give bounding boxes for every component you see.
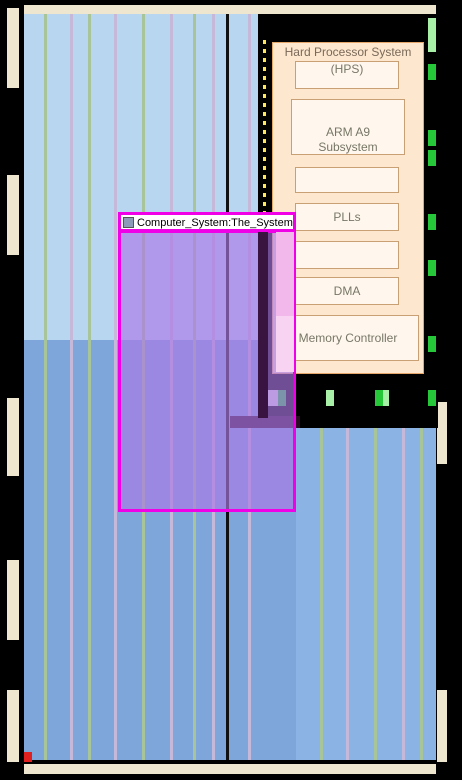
io-bank-left-5 (7, 690, 19, 762)
io-marker (428, 390, 436, 406)
region-label-text: Computer_System:The_System (137, 217, 293, 229)
io-marker (375, 390, 383, 406)
io-bank-right-1 (437, 402, 447, 464)
io-marker (428, 260, 436, 276)
hps-subblock-label: ARM A9 Subsystem (318, 125, 378, 154)
hps-block[interactable]: Hard Processor System (HPS) ARM A9 Subsy… (272, 42, 424, 374)
column-line (114, 14, 117, 760)
io-marker (428, 336, 436, 352)
column-line (374, 428, 377, 760)
column-line (402, 428, 405, 760)
hps-subblock-label: PLLs (333, 210, 361, 224)
hps-subblock-label: (HPS) (330, 62, 364, 76)
hps-subblock-hps[interactable]: (HPS) (295, 61, 399, 89)
io-marker-light (383, 390, 389, 406)
io-bank-right-2 (437, 690, 447, 762)
hps-subblock-memory-controller[interactable]: Memory Controller (277, 315, 419, 361)
column-line (320, 428, 323, 760)
hps-subblock-label: DMA (333, 284, 361, 298)
corner-marker (24, 752, 32, 762)
hps-subblock-plls[interactable]: PLLs (295, 203, 399, 231)
hps-subblock-arm[interactable]: ARM A9 Subsystem (291, 99, 405, 155)
column-line (420, 428, 423, 760)
io-marker (428, 64, 436, 80)
io-bank-left-2 (7, 175, 19, 255)
hps-io-strip (263, 40, 266, 380)
io-marker (428, 214, 436, 230)
column-line (44, 14, 47, 760)
hps-subblock-empty-2[interactable] (295, 241, 399, 269)
hps-subblock-empty-1[interactable] (295, 167, 399, 193)
region-pink-column (276, 232, 294, 316)
region-icon (123, 217, 134, 228)
io-bank-left-1 (7, 8, 19, 88)
hps-title: Hard Processor System (284, 45, 412, 59)
io-ring-top (24, 5, 436, 15)
region-pink-column (276, 316, 294, 372)
region-label[interactable]: Computer_System:The_System (118, 212, 296, 232)
io-marker-light (428, 18, 436, 52)
io-marker (428, 150, 436, 166)
region-dark-column (258, 232, 268, 418)
hps-subblock-label: Memory Controller (298, 331, 398, 345)
hps-subblock-dma[interactable]: DMA (295, 277, 399, 305)
io-bank-left-4 (7, 560, 19, 640)
io-marker-light (326, 390, 334, 406)
column-line (346, 428, 349, 760)
column-line (88, 14, 91, 760)
io-bank-left-3 (7, 398, 19, 476)
fabric-right-lower (296, 428, 436, 760)
io-marker (428, 130, 436, 146)
io-ring-bottom (24, 764, 436, 774)
logic-region-computer-system[interactable] (118, 230, 296, 512)
column-line (70, 14, 73, 760)
